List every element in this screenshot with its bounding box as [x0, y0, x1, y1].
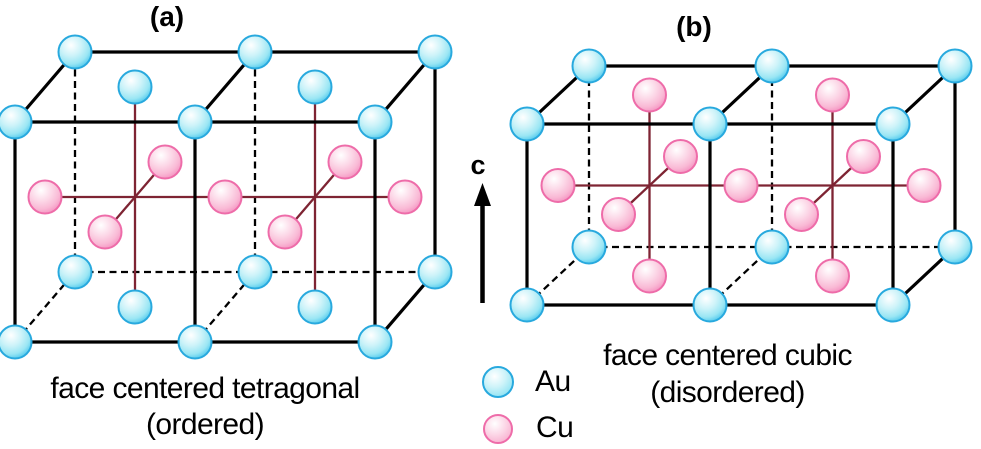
- cu-atom: [723, 168, 759, 203]
- au-atom: [754, 229, 790, 265]
- caption-fcc-line1: face centered cubic: [603, 339, 852, 372]
- atoms: [509, 48, 973, 323]
- caption-fct-line2: (ordered): [146, 408, 265, 441]
- au-atom: [297, 289, 333, 325]
- au-atom: [237, 254, 273, 290]
- au-atom: [357, 324, 393, 360]
- cu-atom: [906, 168, 942, 203]
- au-atom: [357, 104, 393, 140]
- cu-atom: [815, 77, 850, 113]
- cu-atom: [601, 197, 636, 232]
- caption-fcc: face centered cubic (disordered): [525, 337, 930, 411]
- cu-atom: [87, 214, 123, 250]
- panel-b-label: (b): [676, 11, 712, 42]
- cu-atom: [147, 144, 183, 180]
- cu-atom: [207, 179, 243, 215]
- cu-atom: [846, 139, 881, 174]
- au-atom: [754, 48, 790, 84]
- cu-atom: [540, 168, 576, 203]
- atoms: [0, 34, 453, 360]
- au-atom: [571, 229, 607, 265]
- au-atom: [117, 69, 153, 105]
- cu-atom: [327, 144, 363, 180]
- au-atom: [875, 106, 911, 142]
- caption-fct-line1: face centered tetragonal: [50, 372, 360, 405]
- cu-atom: [663, 139, 698, 174]
- au-atom: [297, 69, 333, 105]
- cu-atom: [815, 258, 850, 294]
- au-atom: [692, 106, 728, 142]
- au-atom: [875, 287, 911, 323]
- au-atom: [177, 104, 213, 140]
- au-atom: [57, 254, 93, 290]
- cu-atom: [267, 214, 303, 250]
- c-axis-arrow: [474, 183, 491, 303]
- au-atom: [417, 254, 453, 290]
- au-atom: [937, 229, 973, 265]
- panel-a-label: (a): [149, 1, 185, 32]
- cu-legend-label: Cu: [536, 411, 574, 444]
- au-atom: [0, 324, 33, 360]
- unit-cells-fcc: [509, 48, 973, 323]
- cu-atom: [632, 258, 667, 294]
- au-atom: [509, 287, 545, 323]
- au-atom: [417, 34, 453, 70]
- cu-atom: [784, 197, 819, 232]
- arrow-head-icon: [474, 183, 491, 206]
- au-atom: [57, 34, 93, 70]
- cu-legend-swatch: [483, 414, 513, 444]
- au-legend-label: Au: [535, 365, 571, 398]
- au-atom: [937, 48, 973, 84]
- au-atom: [117, 289, 153, 325]
- au-atom: [509, 106, 545, 142]
- caption-fcc-line2: (disordered): [650, 376, 805, 409]
- unit-cells-fct: [0, 34, 453, 360]
- au-atom: [237, 34, 273, 70]
- au-atom: [692, 287, 728, 323]
- au-atom: [0, 104, 33, 140]
- cu-atom: [27, 179, 63, 215]
- au-atom: [571, 48, 607, 84]
- au-legend-swatch: [482, 366, 514, 398]
- cu-atom: [632, 77, 667, 113]
- cu-atom: [387, 179, 423, 215]
- c-axis-label: c: [470, 150, 486, 180]
- caption-fct: face centered tetragonal (ordered): [0, 371, 410, 443]
- au-atom: [177, 324, 213, 360]
